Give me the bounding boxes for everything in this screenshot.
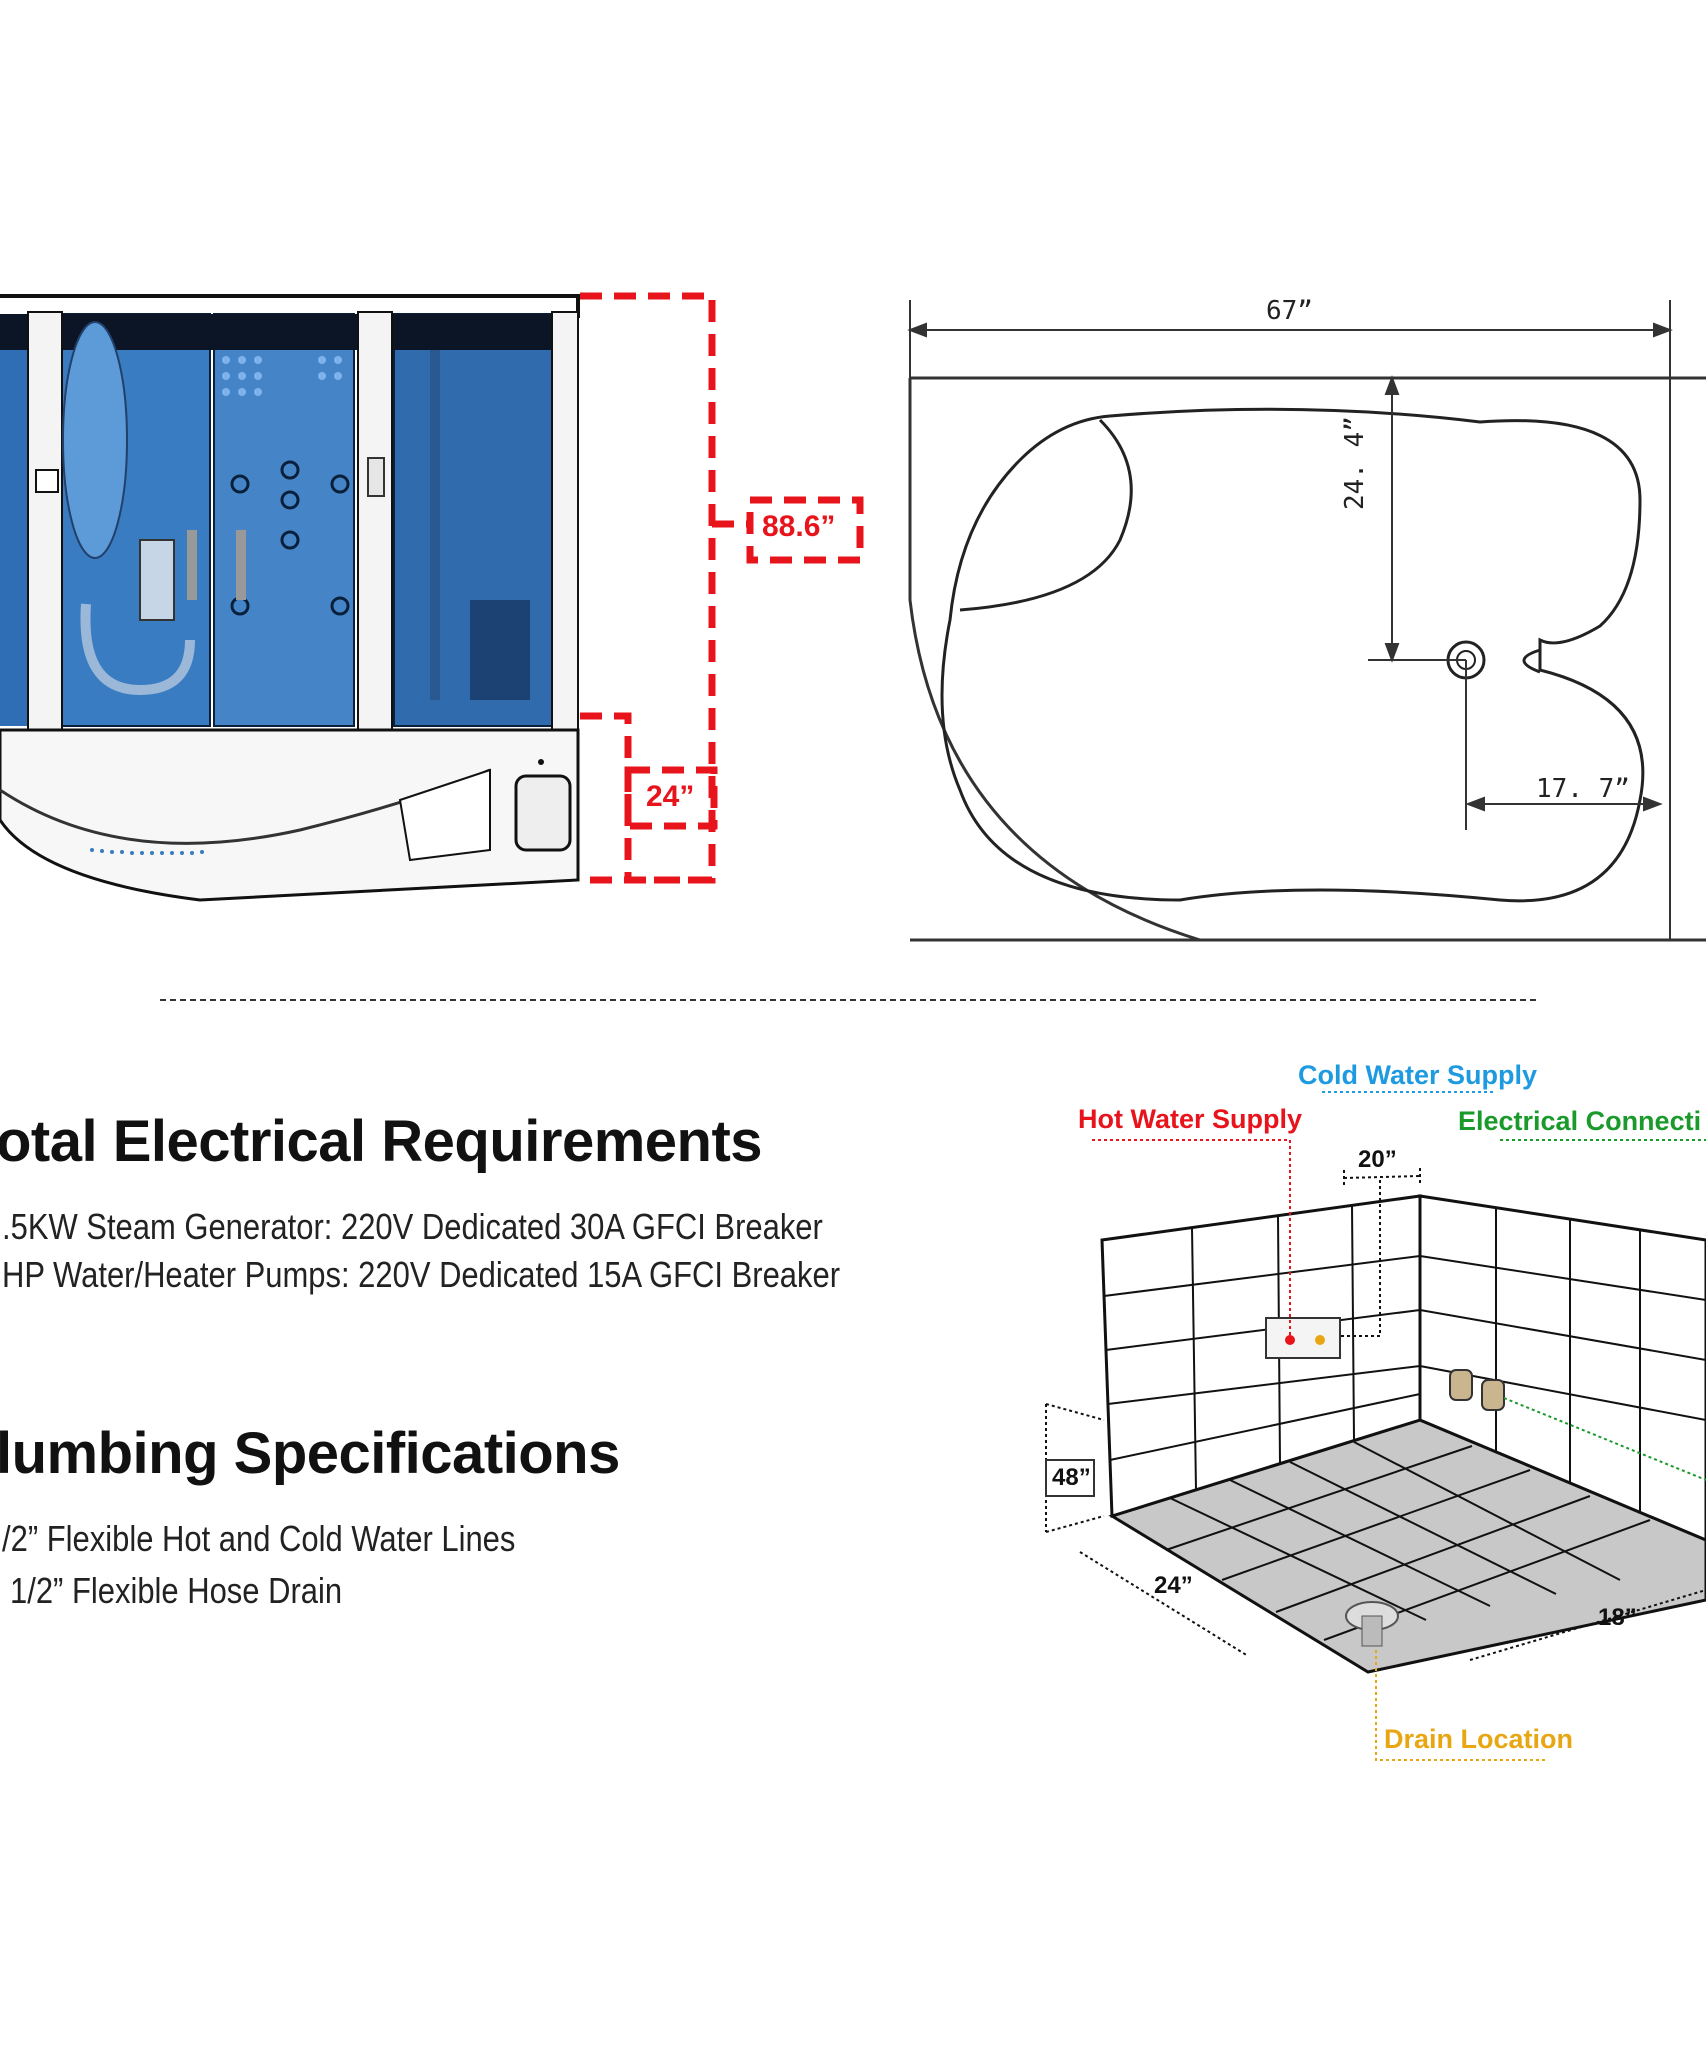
side-wall-grid (1419, 1208, 1706, 1512)
cold-valve-icon (1315, 1335, 1325, 1345)
leader-lines (1092, 1091, 1706, 1761)
height-dim-label: 48” (1052, 1464, 1091, 1491)
seat-icon (470, 600, 530, 700)
supply-valve-box (1265, 1317, 1341, 1359)
side-wall (1418, 1194, 1706, 1542)
control-panel-icon (367, 457, 385, 497)
cold-water-label: Cold Water Supply (1298, 1060, 1538, 1090)
electrical-outlet-icon (1449, 1369, 1473, 1401)
drain-offset-dimension-line (1465, 796, 1663, 812)
mirror-oval (62, 321, 128, 559)
tub-width-label: 67” (1266, 296, 1313, 326)
glass-panel-left-edge (0, 314, 28, 726)
electrical-heading: otal Electrical Requirements (0, 1109, 763, 1174)
indicator-dot (538, 759, 544, 765)
drain-offset-label: 17. 7” (1536, 774, 1630, 804)
electrical-line-2: HP Water/Heater Pumps: 220V Dedicated 15… (2, 1254, 841, 1295)
hose-icon (80, 603, 195, 696)
hot-valve-icon (1285, 1335, 1295, 1345)
depth-dimension-line (1368, 375, 1467, 830)
tub-apron-panel (398, 768, 491, 862)
plumbing-line-1: /2” Flexible Hot and Cold Water Lines (2, 1518, 516, 1559)
door-handle-right (236, 530, 246, 600)
tub-basin-outline (940, 407, 1645, 903)
access-panel-icon (514, 774, 572, 852)
electrical-line-1: .5KW Steam Generator: 220V Dedicated 30A… (2, 1206, 823, 1247)
massage-jets-icon (230, 460, 350, 616)
hot-water-label: Hot Water Supply (1078, 1104, 1303, 1134)
door-handle-left (187, 530, 197, 600)
shower-base-height-label: 24” (646, 780, 695, 813)
left-dim-label: 24” (1154, 1572, 1193, 1599)
frame-post-1 (27, 311, 63, 733)
frame-post-3 (551, 311, 579, 733)
electrical-connection-label: Electrical Connecti (1458, 1106, 1702, 1136)
height-label-box (1045, 1459, 1095, 1497)
height-dimension-bracket (580, 292, 864, 884)
dimension-lines-black (1045, 1168, 1706, 1661)
supply-spacing-label: 20” (1358, 1146, 1397, 1173)
plumbing-heading: lumbing Specifications (0, 1421, 620, 1486)
plumbing-line-2: 1/2” Flexible Hose Drain (10, 1570, 343, 1611)
overflow-icon (1522, 648, 1541, 674)
soap-tray-icon (139, 539, 175, 621)
tub-outline (908, 376, 1706, 942)
base-dimension-bracket (580, 712, 718, 884)
electrical-outlet-icon-2 (1481, 1379, 1505, 1411)
speaker-icon (35, 469, 59, 493)
drain-location-label: Drain Location (1384, 1724, 1574, 1754)
tub-light-strip (90, 848, 204, 855)
shower-height-label: 88.6” (762, 510, 836, 543)
shower-pipe-icon (430, 350, 440, 700)
width-dimension-line (907, 300, 1673, 940)
body-jets-icon (222, 356, 342, 396)
right-dim-label: 18” (1598, 1604, 1637, 1631)
headrest-curve (959, 418, 1133, 612)
